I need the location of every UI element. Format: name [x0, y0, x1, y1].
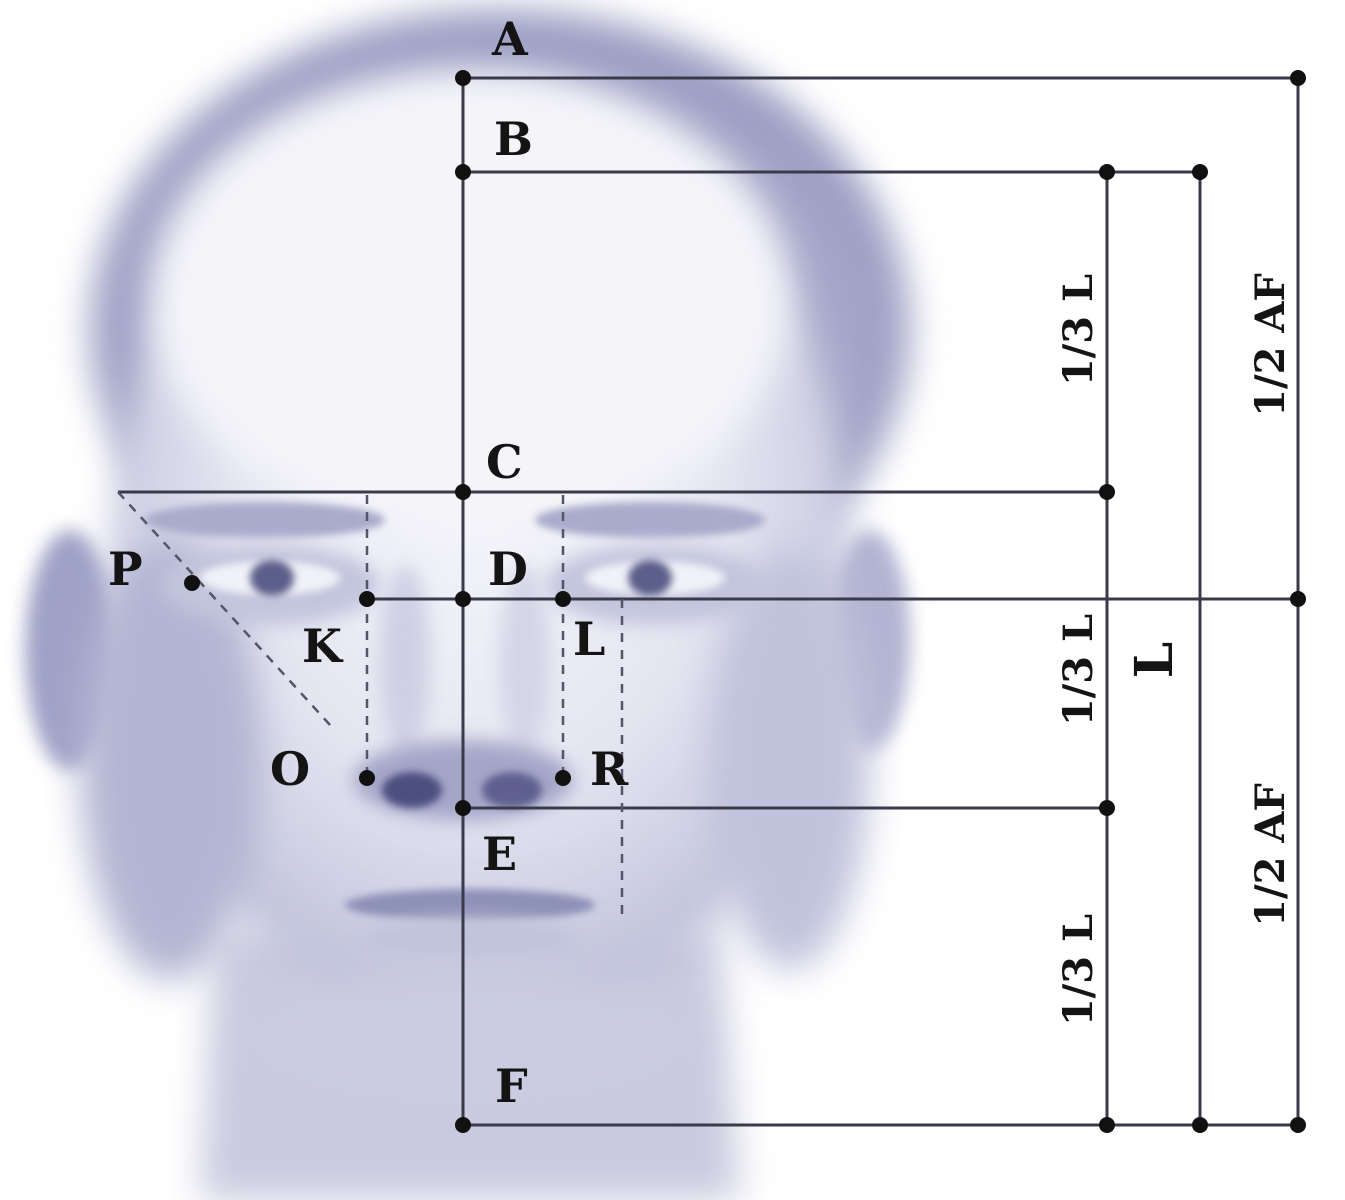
point-c-right	[1099, 484, 1115, 500]
point-c	[455, 484, 471, 500]
point-a-right	[1290, 70, 1306, 86]
right-iris	[628, 560, 672, 596]
point-p	[184, 575, 200, 591]
left-brow	[145, 502, 385, 538]
dash-p-o	[117, 491, 331, 726]
point-k	[359, 591, 375, 607]
label-p: P	[108, 542, 143, 596]
ratio-labels: 1/3 L 1/3 L 1/3 L L 1/2 AF 1/2 AF	[1055, 273, 1294, 1026]
point-labels: A B C D E F K L O R P	[108, 12, 629, 1113]
label-r: R	[590, 742, 629, 796]
nose-bridge-left	[380, 565, 430, 755]
upper-lip	[345, 889, 595, 921]
label-b: B	[494, 112, 533, 166]
forehead	[150, 70, 790, 530]
nose-bridge-right	[500, 565, 550, 755]
point-f-right-3	[1290, 1117, 1306, 1133]
label-length: L	[1124, 642, 1185, 679]
point-b-right-1	[1099, 164, 1115, 180]
left-cheek-shade	[80, 540, 260, 980]
face-image	[25, 10, 910, 1200]
label-third-middle: 1/3 L	[1055, 614, 1102, 726]
label-third-lower: 1/3 L	[1055, 914, 1102, 1026]
label-d: D	[488, 542, 528, 596]
left-nostril	[382, 772, 442, 808]
lower-lip	[360, 918, 580, 962]
point-a	[455, 70, 471, 86]
label-f: F	[495, 1059, 528, 1113]
point-f	[455, 1117, 471, 1133]
label-e: E	[482, 827, 517, 881]
point-f-right-1	[1099, 1117, 1115, 1133]
right-cheek-shade	[710, 550, 870, 970]
label-l: L	[573, 612, 605, 666]
label-o: O	[270, 742, 310, 796]
right-nostril	[482, 772, 542, 808]
label-c: C	[486, 435, 523, 489]
point-b	[455, 164, 471, 180]
chin-shadow	[240, 970, 700, 1110]
dashed-guides	[117, 491, 624, 920]
point-o	[359, 770, 375, 786]
label-k: K	[302, 619, 344, 673]
label-a: A	[491, 12, 529, 66]
point-d-right	[1290, 591, 1306, 607]
point-f-right-2	[1192, 1117, 1208, 1133]
left-iris	[250, 560, 294, 596]
label-half-lower: 1/2 AF	[1247, 783, 1294, 927]
point-b-right-2	[1192, 164, 1208, 180]
point-e	[455, 800, 471, 816]
point-r	[555, 770, 571, 786]
point-d	[455, 591, 471, 607]
label-third-upper: 1/3 L	[1055, 274, 1102, 386]
point-l	[555, 591, 571, 607]
right-brow	[535, 502, 765, 538]
label-half-upper: 1/2 AF	[1247, 273, 1294, 417]
points	[184, 70, 1306, 1133]
point-e-right	[1099, 800, 1115, 816]
